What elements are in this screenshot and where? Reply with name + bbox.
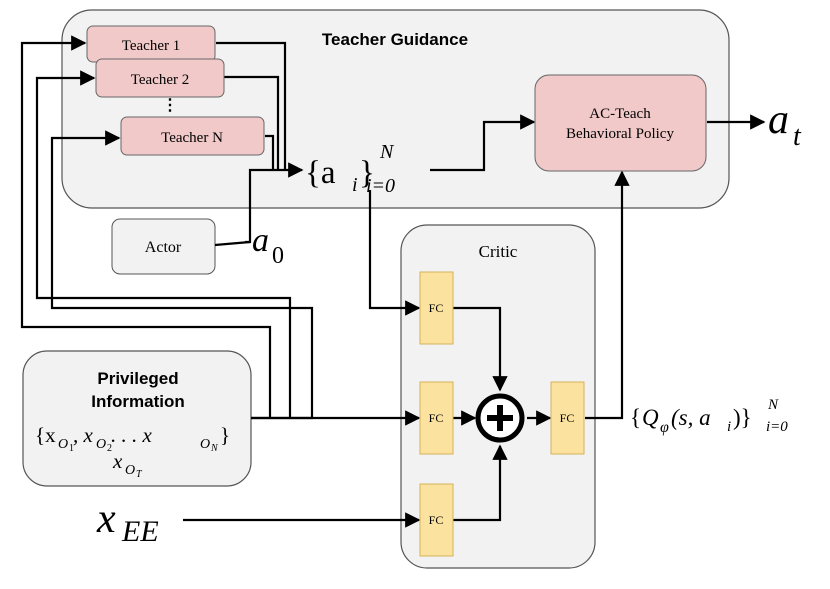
policy-label-line1: AC-Teach [589,106,651,122]
teacher-n-label: Teacher N [161,130,223,146]
fc-block-privileged: FC [419,381,454,455]
svg-text:φ: φ [660,419,669,436]
svg-text:)}: )} [733,405,752,430]
svg-text:i: i [352,174,358,196]
svg-text:FC: FC [429,513,444,527]
svg-text:0: 0 [272,243,284,269]
teacher-guidance-title: Teacher Guidance [322,30,468,49]
svg-text:N: N [210,443,219,454]
output-action-label: a t [768,97,802,152]
svg-text:{: { [630,405,641,430]
sum-node [475,393,525,443]
svg-text:O: O [200,437,210,452]
svg-text:FC: FC [560,411,575,425]
actions-set-label: {a i } N i=0 [305,141,395,197]
svg-text:{x: {x [35,423,56,447]
critic-title: Critic [479,242,518,261]
actor-output-line [214,240,251,247]
svg-text:i=0: i=0 [366,175,395,197]
svg-text:i: i [727,419,731,435]
svg-text:Q: Q [642,405,659,430]
teacher-2-label: Teacher 2 [131,72,190,88]
svg-text:}: } [220,423,230,447]
privileged-title-line2: Information [91,392,185,411]
fc-to-sum-lines [453,306,552,522]
svg-text:x: x [112,449,123,473]
privileged-x-set: {x O 1 , x O 2 . . . x O N } [35,423,230,454]
q-values-label: { Q φ (s, a i )} N i=0 [630,397,788,436]
fc-block-actions: FC [419,271,454,345]
fc-block-output: FC [550,381,585,455]
fc-block-ee: FC [419,483,454,557]
actor-action-label: a 0 [252,222,284,269]
svg-text:O: O [125,463,135,478]
svg-text:. . . x: . . . x [111,423,153,447]
ee-state-label: x EE [96,496,159,548]
behavioral-policy-box: AC-Teach Behavioral Policy [534,74,707,172]
actor-box: Actor [111,218,216,275]
teacher-ellipsis: ⋮ [162,97,178,114]
critic-to-policy-line [585,170,630,420]
teacher-2-box: Teacher 2 [95,58,225,98]
privileged-title-line1: Privileged [97,369,178,388]
teacher-1-label: Teacher 1 [122,38,181,54]
teacher-1-box: Teacher 1 [86,25,216,63]
svg-text:}: } [359,155,375,191]
privileged-x-task: x O T [112,449,143,480]
svg-text:t: t [793,121,802,152]
svg-text:O: O [58,437,68,452]
svg-text:i=0: i=0 [766,419,788,435]
svg-text:a: a [768,97,789,143]
svg-text:, x: , x [73,423,94,447]
svg-text:EE: EE [121,515,159,548]
svg-text:2: 2 [107,443,112,454]
svg-text:1: 1 [69,443,74,454]
svg-text:{a: {a [305,155,336,191]
svg-text:(s, a: (s, a [671,405,711,430]
actions-to-critic-line [368,190,421,316]
svg-text:x: x [96,496,116,542]
actions-to-policy-line [430,114,536,172]
policy-label-line2: Behavioral Policy [566,126,674,142]
svg-text:FC: FC [429,411,444,425]
svg-text:T: T [136,469,143,480]
svg-text:N: N [379,141,395,163]
svg-text:a: a [252,222,269,259]
svg-text:FC: FC [429,301,444,315]
teacher-output-lines [216,41,304,244]
teacher-n-box: Teacher N [120,116,265,156]
svg-text:N: N [767,397,779,413]
svg-text:O: O [96,437,106,452]
actor-label: Actor [145,239,182,256]
